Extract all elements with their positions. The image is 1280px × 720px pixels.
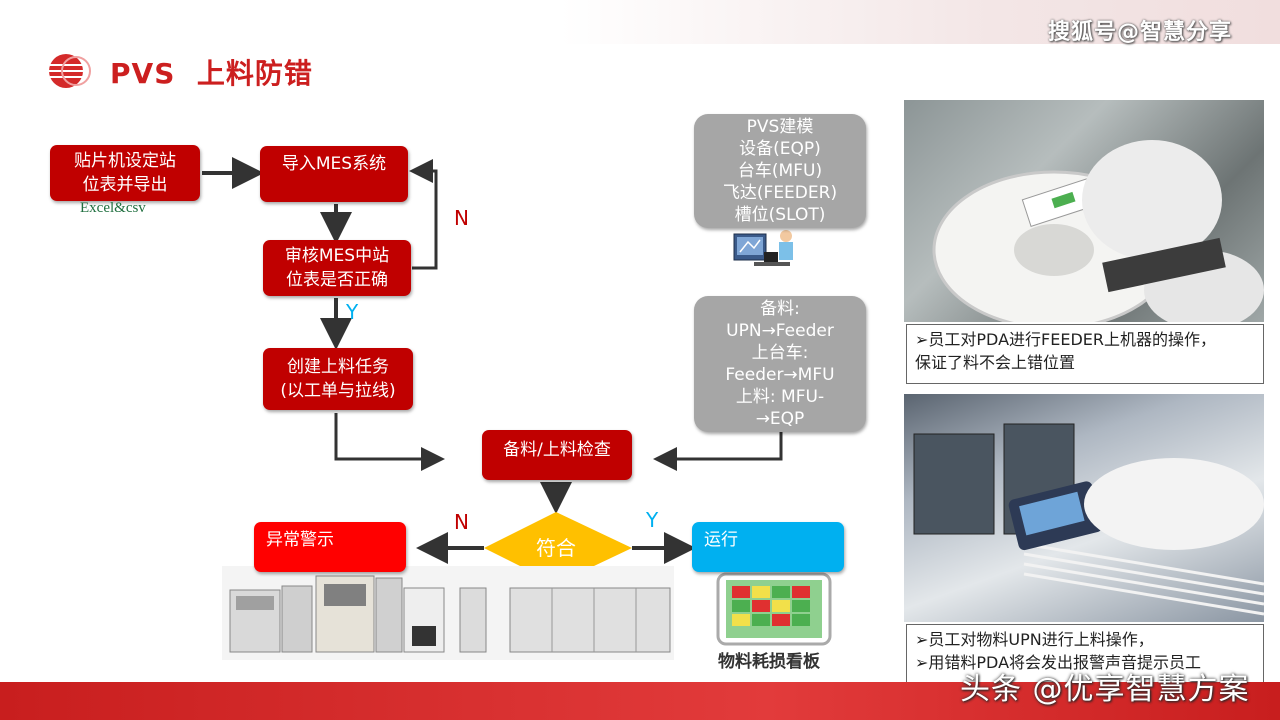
arrow-review-no-loop	[409, 159, 438, 270]
prep-line-6: →EQP	[755, 409, 805, 429]
arrow-create-to-check	[334, 413, 445, 471]
prep-line-5: 上料: MFU-	[735, 387, 825, 407]
caption1-line-1: ➢员工对PDA进行FEEDER上机器的操作，	[915, 330, 1217, 349]
prep-line-4: Feeder→MFU	[725, 365, 835, 385]
arrow-prep-to-check	[653, 432, 783, 471]
page-title: PVS 上料防错	[110, 57, 313, 90]
modeling-line-1: PVS建模	[746, 117, 814, 137]
engineer-computer-icon	[733, 230, 793, 266]
prep-line-2: UPN→Feeder	[726, 321, 834, 341]
logo-icon	[49, 54, 91, 88]
review-mes-box: 审核MES中站 位表是否正确	[263, 240, 411, 296]
watermark-bottom: 头条 @优享智慧方案	[960, 672, 1250, 707]
top-fade	[560, 0, 1280, 44]
prep-line-1: 备料:	[760, 299, 800, 319]
modeling-line-4: 飞达(FEEDER)	[722, 183, 838, 203]
photo1-caption: ➢员工对PDA进行FEEDER上机器的操作， 保证了料不会上错位置	[906, 324, 1264, 384]
review-line-1: 审核MES中站	[284, 246, 390, 266]
modeling-line-3: 台车(MFU)	[737, 161, 823, 181]
import-mes-box: 导入MES系统	[260, 146, 408, 202]
prep-line-3: 上台车:	[751, 343, 809, 363]
decision-label: 符合	[536, 536, 576, 560]
pda-upn-photo-illustration	[913, 423, 1264, 616]
create-task-box: 创建上料任务 (以工单与拉线)	[263, 348, 413, 410]
caption1-line-2: 保证了料不会上错位置	[915, 353, 1076, 372]
bottom-bar	[0, 682, 1280, 720]
pda-upn-photo	[904, 394, 1264, 622]
export-station-table-box: 贴片机设定站 位表并导出	[50, 145, 200, 201]
run-label: 运行	[704, 530, 738, 550]
export-format-note: Excel&csv	[80, 200, 146, 216]
review-line-2: 位表是否正确	[286, 270, 388, 290]
export-line-2: 位表并导出	[82, 175, 168, 195]
import-mes-label: 导入MES系统	[281, 154, 387, 174]
alarm-box: 异常警示	[254, 522, 406, 572]
caption2-line-2: ➢用错料PDA将会发出报警声音提示员工	[915, 653, 1202, 672]
alarm-label: 异常警示	[266, 530, 334, 550]
material-check-label: 备料/上料检查	[503, 440, 611, 460]
label-y-bottom: Y	[646, 508, 659, 532]
create-line-1: 创建上料任务	[287, 357, 389, 377]
material-check-box: 备料/上料检查	[482, 430, 632, 480]
run-box: 运行	[692, 522, 844, 572]
caption2-line-1: ➢员工对物料UPN进行上料操作，	[915, 630, 1154, 649]
label-n-bottom: N	[454, 510, 469, 534]
label-n-top: N	[454, 206, 469, 230]
create-line-2: (以工单与拉线)	[280, 381, 396, 401]
export-line-1: 贴片机设定站	[74, 151, 176, 171]
material-prep-box: 备料: UPN→Feeder 上台车: Feeder→MFU 上料: MFU- …	[694, 296, 866, 432]
material-loss-board-icon	[716, 572, 832, 646]
pda-feeder-photo	[904, 100, 1264, 322]
modeling-line-5: 槽位(SLOT)	[734, 205, 826, 225]
pda-feeder-photo-illustration	[932, 140, 1264, 322]
pvs-modeling-box: PVS建模 设备(EQP) 台车(MFU) 飞达(FEEDER) 槽位(SLOT…	[694, 114, 866, 228]
smt-production-line	[222, 566, 674, 660]
material-loss-board-label: 物料耗损看板	[718, 652, 820, 672]
modeling-line-2: 设备(EQP)	[739, 139, 821, 159]
label-y-mid: Y	[346, 300, 359, 324]
watermark-top: 搜狐号@智慧分享	[1048, 20, 1233, 45]
